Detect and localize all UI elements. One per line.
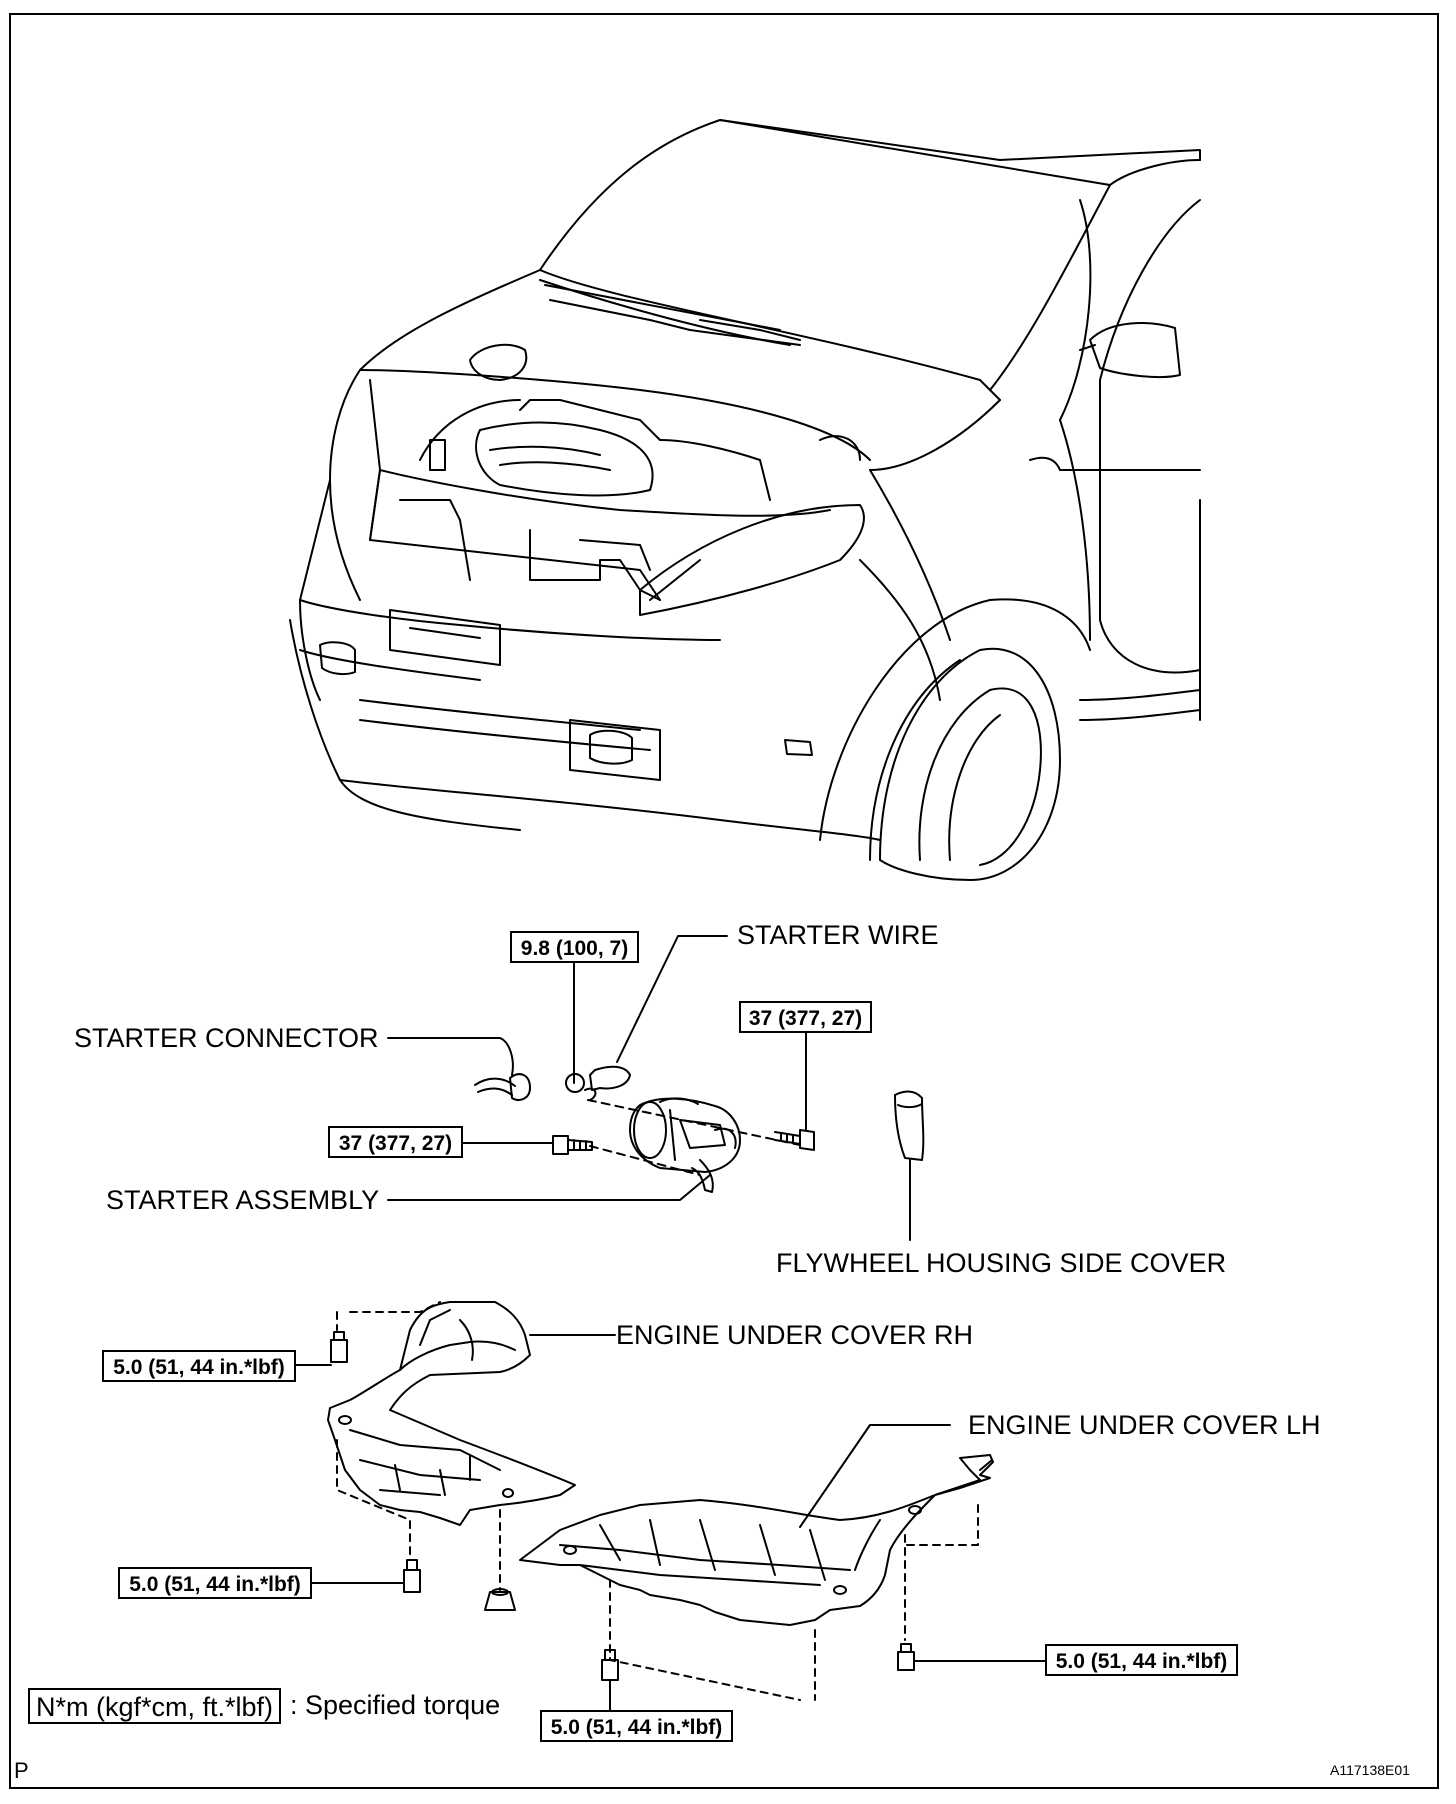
torque-starter-bolt-left: 37 (377, 27) — [328, 1126, 463, 1158]
engine-under-cover-lh-part — [519, 1424, 1046, 1711]
starter-body — [629, 1097, 741, 1173]
rh-cover-clip — [484, 1591, 516, 1611]
figure-code: A117138E01 — [1330, 1762, 1410, 1778]
vehicle-illustration — [289, 119, 1201, 881]
label-starter-connector: STARTER CONNECTOR — [74, 1023, 379, 1053]
corner-letter: P — [14, 1758, 29, 1783]
alignment-line-upper — [587, 1099, 801, 1146]
torque-starter-bolt-right: 37 (377, 27) — [739, 1001, 872, 1033]
torque-rh-cover-bottom-bolt: 5.0 (51, 44 in.*lbf) — [118, 1567, 312, 1599]
lh-cover-bottom-bolt — [601, 1659, 619, 1681]
legend-description: : Specified torque — [290, 1690, 501, 1720]
lh-cover-right-bolt — [897, 1651, 915, 1671]
label-engine-under-cover-rh: ENGINE UNDER COVER RH — [616, 1320, 974, 1350]
label-starter-assembly: STARTER ASSEMBLY — [106, 1185, 380, 1215]
torque-rh-cover-top-bolt: 5.0 (51, 44 in.*lbf) — [102, 1350, 296, 1382]
starter-parts — [387, 935, 925, 1241]
starter-connector-part — [509, 1073, 531, 1101]
starter-wire-nut — [565, 1073, 585, 1093]
legend-unit-box: N*m (kgf*cm, ft.*lbf) — [28, 1688, 281, 1724]
engine-under-cover-rh-part — [295, 1301, 616, 1611]
flywheel-housing-side-cover-part — [894, 1090, 925, 1161]
leader-starter-connector — [387, 1037, 514, 1076]
starter-bolt-right — [799, 1129, 815, 1151]
leader-lh-cover — [799, 1424, 951, 1528]
starter-wire-terminal — [589, 1065, 631, 1091]
label-engine-under-cover-lh: ENGINE UNDER COVER LH — [968, 1410, 1321, 1440]
torque-lh-cover-bottom-bolt: 5.0 (51, 44 in.*lbf) — [540, 1710, 733, 1742]
starter-bolt-left — [552, 1135, 569, 1155]
torque-lh-cover-right-bolt: 5.0 (51, 44 in.*lbf) — [1045, 1644, 1238, 1676]
diagram-frame — [9, 13, 1439, 1789]
torque-starter-wire-nut: 9.8 (100, 7) — [510, 931, 639, 963]
rh-cover-top-bolt — [330, 1339, 348, 1363]
leader-starter-wire — [616, 935, 728, 1063]
label-starter-wire: STARTER WIRE — [737, 920, 939, 950]
label-flywheel-housing-side-cover: FLYWHEEL HOUSING SIDE COVER — [776, 1248, 1227, 1278]
rh-cover-bottom-bolt — [403, 1569, 421, 1593]
leader-starter-assembly — [387, 1174, 711, 1201]
